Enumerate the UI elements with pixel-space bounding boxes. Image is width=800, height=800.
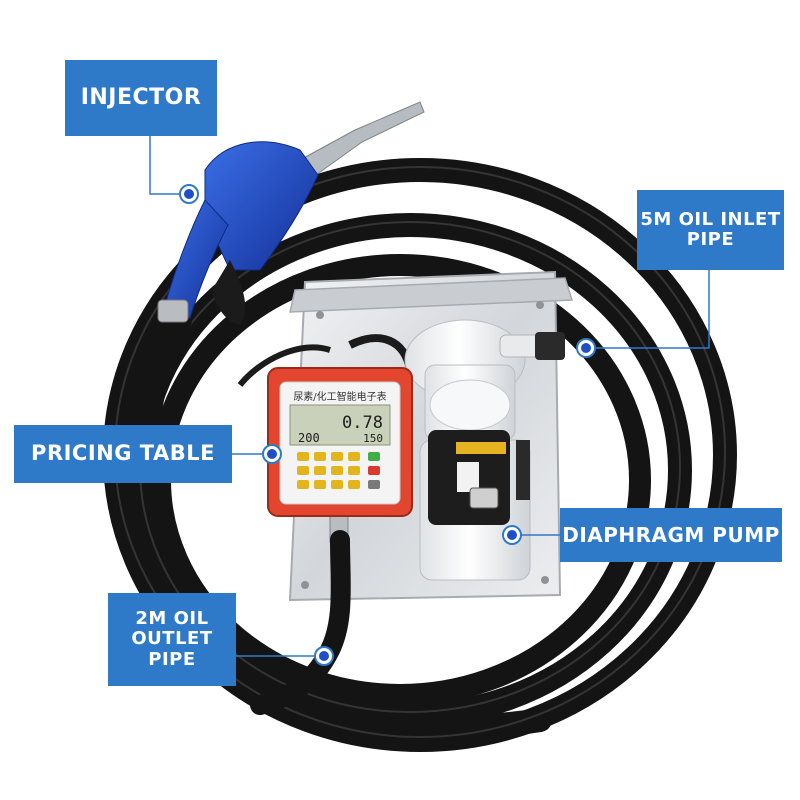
label-pricing-table-text: PRICING TABLE <box>31 441 215 466</box>
label-diaphragm-pump: DIAPHRAGM PUMP <box>560 508 782 562</box>
meter-header: 尿素/化工智能电子表 <box>293 390 386 403</box>
callout-dots <box>179 184 596 666</box>
electronic-meter: 尿素/化工智能电子表 0.78 200 150 <box>267 367 413 517</box>
label-oil-outlet-pipe-line1: 2M OIL <box>135 608 209 630</box>
label-oil-inlet-pipe-line2: PIPE <box>686 229 735 250</box>
label-injector: INJECTOR <box>65 60 217 136</box>
label-oil-outlet-pipe-line2: OUTLET <box>131 628 213 650</box>
pump-motor <box>419 430 531 581</box>
label-oil-outlet-pipe-line3: PIPE <box>148 648 196 670</box>
meter-keypad <box>297 452 380 489</box>
meter-reading-left: 200 <box>298 431 320 445</box>
meter-reading-right: 150 <box>363 432 383 445</box>
meter-reading-top: 0.78 <box>342 413 383 433</box>
label-diaphragm-pump-text: DIAPHRAGM PUMP <box>562 522 780 547</box>
fuel-nozzle <box>157 101 425 325</box>
label-oil-outlet-pipe: 2M OIL OUTLET PIPE <box>108 593 236 686</box>
label-oil-inlet-pipe: 5M OIL INLET PIPE <box>637 190 784 270</box>
label-pricing-table: PRICING TABLE <box>14 425 232 483</box>
label-injector-text: INJECTOR <box>80 84 202 110</box>
pump-head <box>404 319 565 441</box>
label-oil-inlet-pipe-line1: 5M OIL INLET <box>640 208 781 230</box>
